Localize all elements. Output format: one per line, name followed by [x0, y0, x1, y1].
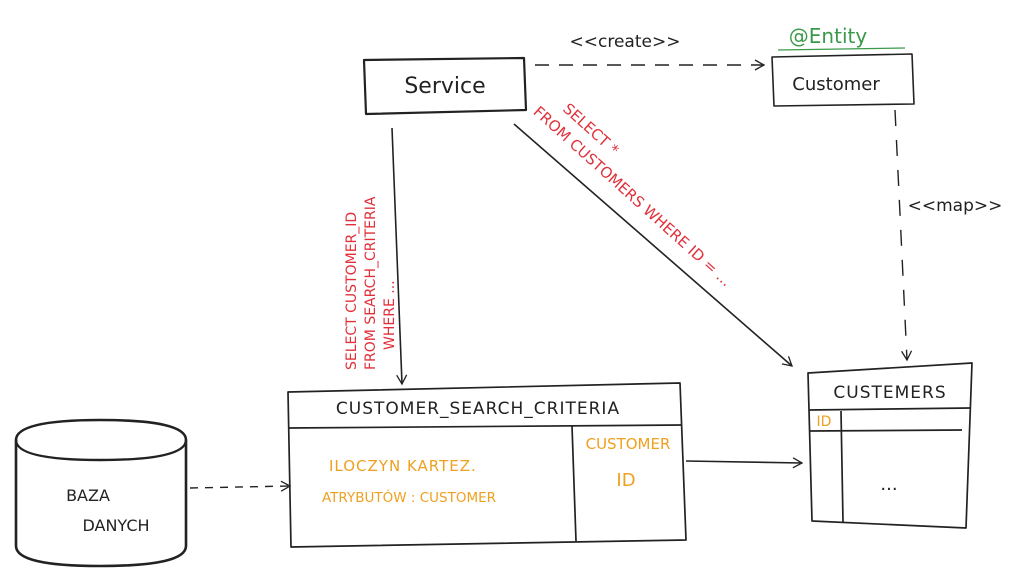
create-arrow: <<create>> [535, 32, 766, 71]
search-query-line-3: WHERE ... [382, 280, 398, 350]
search-table-customer-label: CUSTOMER [586, 435, 671, 453]
customers-table[interactable]: CUSTEMERS ID ... [807, 362, 973, 529]
search-table-cartesian-line-1: ILOCZYN KARTEZ. [329, 457, 477, 475]
search-table-name: CUSTOMER_SEARCH_CRITERIA [336, 399, 620, 419]
customers-query-arrow [513, 123, 794, 367]
search-query-line-2: FROM SEARCH_CRITERIA [363, 196, 379, 370]
search-query-text: SELECT CUSTOMER_ID FROM SEARCH_CRITERIA … [344, 192, 398, 370]
entity-annotation: @Entity [789, 24, 868, 48]
database-label-line-2: DANYCH [82, 516, 149, 535]
search-to-customers-arrow [685, 457, 804, 469]
service-box[interactable]: Service [362, 56, 528, 116]
database-label-line-1: BAZA [66, 486, 110, 505]
database-to-search-arrow [189, 480, 292, 492]
search-table-id-label: ID [616, 470, 635, 491]
entity-customer-label: Customer [792, 74, 880, 95]
svg-text:SELECT * FROM CUSTOMERS: SELECT * FROM CUSTOMERS WHERE ID = ... [530, 86, 750, 290]
entity-customer-box[interactable]: @Entity Customer [771, 24, 915, 107]
search-table-cartesian-line-2: ATRYBUTÓW : CUSTOMER [322, 488, 496, 506]
service-label: Service [404, 74, 485, 99]
svg-text:SELECT CUSTOMER_ID FROM: SELECT CUSTOMER_ID FROM SEARCH_CRITERIA … [344, 192, 398, 370]
entity-annotation-underline [777, 47, 906, 51]
database-cylinder[interactable]: BAZA DANYCH [14, 418, 188, 568]
search-query-arrow [391, 127, 408, 386]
customers-query-line-2: FROM CUSTOMERS WHERE ID = ... [530, 103, 735, 291]
search-query-line-1: SELECT CUSTOMER_ID [344, 212, 360, 370]
customers-query-text: SELECT * FROM CUSTOMERS WHERE ID = ... [530, 86, 750, 291]
customers-table-id-column: ID [817, 414, 832, 430]
map-label: <<map>> [908, 196, 1003, 216]
customers-table-ellipsis: ... [880, 474, 897, 495]
create-label: <<create>> [570, 32, 681, 52]
map-arrow: <<map>> [894, 109, 1003, 362]
customers-table-name: CUSTEMERS [833, 383, 946, 403]
search-criteria-table[interactable]: CUSTOMER_SEARCH_CRITERIA ILOCZYN KARTEZ.… [287, 382, 687, 548]
